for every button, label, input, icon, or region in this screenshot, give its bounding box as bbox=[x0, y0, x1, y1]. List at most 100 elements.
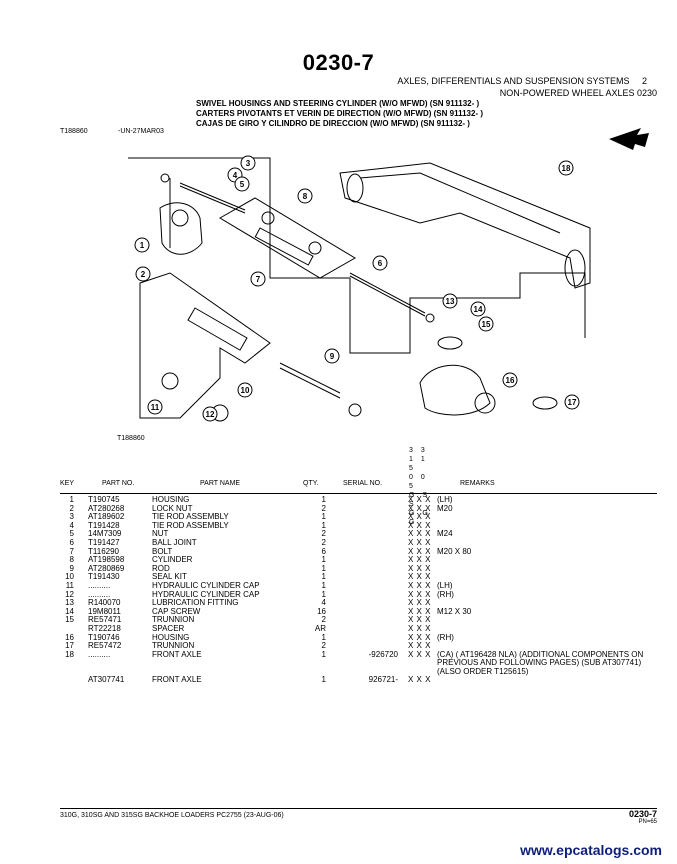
direction-arrow-icon bbox=[609, 128, 649, 150]
row-part-name: HOUSING bbox=[152, 495, 190, 504]
callout-7: 7 bbox=[250, 271, 266, 287]
row-qty: 1 bbox=[321, 520, 326, 530]
header-serial-no: SERIAL NO. bbox=[343, 480, 383, 487]
page-number-title: 0230-7 bbox=[302, 50, 375, 75]
row-part-no: T190746 bbox=[88, 632, 120, 642]
callout-6: 6 bbox=[372, 255, 388, 271]
row-models: X X X bbox=[408, 572, 431, 582]
row-models: X X X bbox=[408, 675, 431, 685]
row-remarks: (LH) bbox=[437, 495, 453, 504]
footer-pn: PN=65 bbox=[638, 819, 657, 825]
svg-text:18: 18 bbox=[562, 164, 571, 173]
row-qty: 2 bbox=[321, 529, 326, 539]
row-models: X X X bbox=[408, 606, 431, 616]
header-qty: QTY. bbox=[303, 480, 319, 487]
row-models: X X X bbox=[408, 623, 431, 633]
row-part-no: T116290 bbox=[88, 546, 119, 556]
row-key: 6 bbox=[69, 537, 74, 547]
svg-text:7: 7 bbox=[256, 275, 261, 284]
svg-text:4: 4 bbox=[233, 171, 238, 180]
callout-12: 12 bbox=[202, 406, 218, 422]
row-key: 2 bbox=[69, 503, 74, 513]
row-qty: 1 bbox=[321, 512, 326, 522]
row-part-name: FRONT AXLE bbox=[152, 649, 202, 659]
row-models: X X X bbox=[408, 495, 431, 504]
row-part-no: AT189602 bbox=[88, 512, 125, 522]
callout-11: 11 bbox=[147, 399, 163, 415]
row-remarks: (CA) ( AT196428 NLA) (ADDITIONAL COMPONE… bbox=[437, 649, 644, 676]
serial-col-row: G G G bbox=[409, 510, 431, 526]
figure-titles: SWIVEL HOUSINGS AND STEERING CYLINDER (W… bbox=[196, 99, 483, 129]
row-remarks: M20 bbox=[437, 503, 453, 513]
row-key: 13 bbox=[65, 598, 74, 608]
row-part-no: T191430 bbox=[88, 572, 120, 582]
callout-2: 2 bbox=[135, 266, 151, 282]
row-part-no: 19M8011 bbox=[88, 606, 121, 616]
row-key: 7 bbox=[69, 546, 74, 556]
row-key: 18 bbox=[65, 649, 74, 659]
row-part-no: RT22218 bbox=[88, 623, 121, 633]
row-part-no: R140070 bbox=[88, 598, 121, 608]
section-title: AXLES, DIFFERENTIALS AND SUSPENSION SYST… bbox=[397, 76, 647, 86]
row-qty: 1 bbox=[321, 495, 326, 504]
row-key: 14 bbox=[65, 606, 74, 616]
figure-id: T188860 bbox=[60, 128, 88, 135]
row-part-no: AT280869 bbox=[88, 563, 125, 573]
row-models: X X X bbox=[408, 555, 431, 565]
row-qty: 16 bbox=[317, 606, 326, 616]
callout-1: 1 bbox=[134, 237, 150, 253]
row-models: X X X bbox=[408, 615, 431, 625]
svg-text:14: 14 bbox=[474, 305, 483, 314]
row-qty: 2 bbox=[321, 641, 326, 651]
svg-text:17: 17 bbox=[568, 398, 577, 407]
svg-text:6: 6 bbox=[378, 259, 383, 268]
row-key: 3 bbox=[69, 512, 74, 522]
serial-col-row: G S S bbox=[409, 492, 431, 508]
row-models: X X X bbox=[408, 503, 431, 513]
row-part-name: TRUNNION bbox=[152, 615, 195, 625]
row-part-no: T191427 bbox=[88, 537, 120, 547]
watermark-link[interactable]: www.epcatalogs.com bbox=[520, 842, 662, 858]
row-part-name: SEAL KIT bbox=[152, 572, 187, 582]
header-part-name: PART NAME bbox=[200, 480, 241, 487]
section-number: 2 bbox=[641, 76, 647, 86]
svg-text:9: 9 bbox=[330, 352, 335, 361]
row-key: 16 bbox=[65, 632, 74, 642]
row-qty: 2 bbox=[321, 503, 326, 513]
title-spanish: CAJAS DE GIRO Y CILINDRO DE DIRECCION (W… bbox=[196, 119, 470, 128]
row-part-no: .......... bbox=[88, 649, 111, 659]
row-qty: 1 bbox=[321, 589, 326, 599]
row-part-name: LUBRICATION FITTING bbox=[152, 598, 239, 608]
row-qty: 2 bbox=[321, 615, 326, 625]
row-part-name: SPACER bbox=[152, 623, 185, 633]
header-part-no: PART NO. bbox=[102, 480, 135, 487]
header-remarks: REMARKS bbox=[460, 480, 495, 487]
row-part-name: ROD bbox=[152, 563, 170, 573]
svg-text:15: 15 bbox=[482, 320, 491, 329]
table-header-rule bbox=[60, 493, 657, 494]
row-part-no: T191428 bbox=[88, 520, 120, 530]
svg-text:2: 2 bbox=[141, 270, 146, 279]
row-qty: 1 bbox=[321, 675, 326, 685]
callout-15: 15 bbox=[478, 316, 494, 332]
row-qty: 1 bbox=[321, 563, 326, 573]
serial-col-row: 1 1 5 bbox=[409, 456, 428, 472]
row-models: X X X bbox=[408, 641, 431, 651]
callout-9: 9 bbox=[324, 348, 340, 364]
row-part-no: AT198598 bbox=[88, 555, 125, 565]
subsection-title: NON-POWERED WHEEL AXLES 0230 bbox=[499, 88, 657, 98]
callout-18: 18 bbox=[558, 160, 574, 176]
row-qty: 1 bbox=[321, 632, 326, 642]
svg-text:8: 8 bbox=[303, 192, 308, 201]
